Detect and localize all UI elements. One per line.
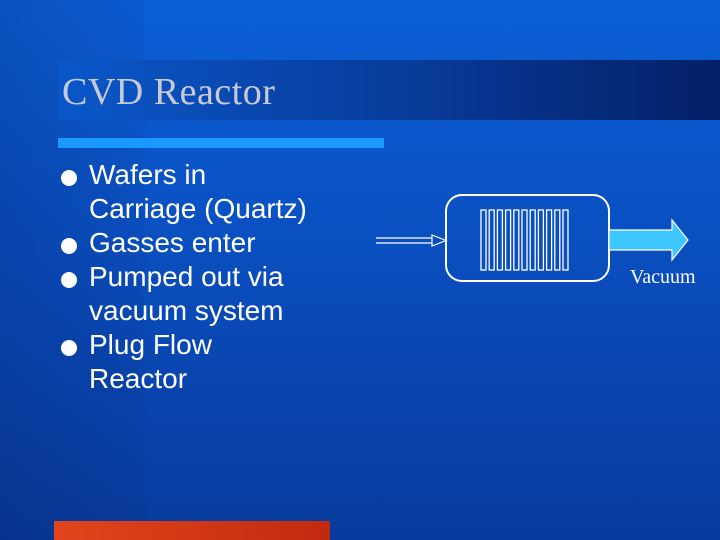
gas-inlet-arrow — [376, 234, 448, 247]
bullet-dot-icon — [61, 238, 77, 254]
title-band — [58, 60, 720, 120]
wafer — [521, 209, 528, 271]
bullet-text: Plug Flow Reactor — [89, 329, 212, 394]
bullet-list: Wafers in Carriage (Quartz) Gasses enter… — [58, 158, 388, 396]
wafer — [562, 209, 569, 271]
vacuum-outlet-arrow — [608, 218, 689, 262]
wafer — [529, 209, 536, 271]
bottom-accent-bar — [54, 521, 330, 540]
slide-title: CVD Reactor — [62, 71, 276, 113]
bullet-text: Pumped out via vacuum system — [89, 261, 284, 326]
bullet-item: Plug Flow Reactor — [58, 328, 388, 396]
reactor-diagram — [376, 194, 689, 282]
wafer — [504, 209, 512, 271]
wafer — [554, 209, 561, 271]
wafer — [513, 209, 520, 271]
wafer — [496, 209, 504, 271]
wafer — [480, 209, 487, 271]
bullet-text: Wafers in Carriage (Quartz) — [89, 159, 307, 224]
vacuum-label: Vacuum — [630, 266, 696, 288]
bullet-text: Gasses enter — [89, 227, 256, 258]
wafer-carriage — [480, 209, 569, 271]
bullet-item: Pumped out via vacuum system — [58, 260, 388, 328]
bullet-dot-icon — [61, 272, 77, 288]
wafer — [537, 209, 545, 271]
title-underline-rule — [58, 138, 384, 148]
bullet-dot-icon — [61, 170, 77, 186]
bullet-dot-icon — [61, 340, 77, 356]
wafer — [545, 209, 553, 271]
wafer — [488, 209, 495, 271]
bullet-item: Gasses enter — [58, 226, 388, 260]
bullet-item: Wafers in Carriage (Quartz) — [58, 158, 388, 226]
